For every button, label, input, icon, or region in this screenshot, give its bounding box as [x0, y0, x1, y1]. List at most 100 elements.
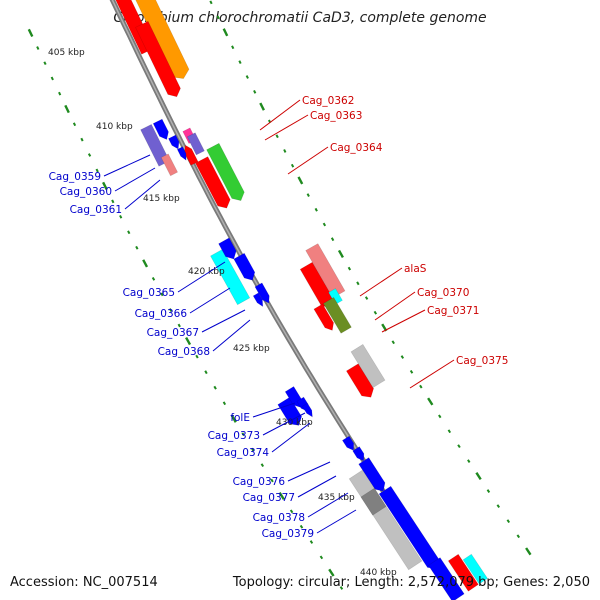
- tick-mark: [516, 534, 521, 539]
- gene-feature: [301, 402, 313, 418]
- callout-line: [201, 309, 246, 333]
- tick-mark: [289, 509, 294, 514]
- tick-label: 430 kbp: [276, 418, 313, 428]
- tick-mark: [486, 489, 491, 493]
- callout-line: [307, 492, 349, 518]
- gene-label: Cag_0365: [123, 287, 175, 299]
- tick-mark: [328, 568, 335, 577]
- tick-label: 405 kbp: [48, 48, 85, 58]
- tick-mark: [356, 281, 360, 286]
- gene-label: Cag_0374: [217, 447, 270, 459]
- tick-mark: [238, 60, 242, 65]
- tick-mark: [222, 28, 229, 37]
- tick-mark: [391, 340, 395, 345]
- gene-feature: [352, 446, 365, 462]
- accession-text: Accession: NC_007514: [10, 575, 158, 590]
- gene-feature: [350, 343, 386, 389]
- tick-mark: [27, 28, 34, 38]
- tick-mark: [111, 199, 115, 204]
- gene-feature: [427, 557, 465, 600]
- tick-label: 440 kbp: [360, 568, 397, 578]
- tick-mark: [36, 46, 40, 50]
- tick-mark: [447, 429, 452, 434]
- callout-line: [271, 422, 311, 453]
- tick-mark: [245, 75, 249, 79]
- tick-mark: [87, 153, 92, 157]
- gene-feature: [313, 303, 334, 331]
- gene-feature: [210, 248, 251, 306]
- gene-feature: [254, 282, 270, 304]
- gene-label: Cag_0379: [262, 528, 314, 540]
- tick-mark: [339, 586, 344, 590]
- tick-mark: [438, 414, 442, 419]
- tick-mark: [427, 397, 434, 406]
- tick-mark: [119, 214, 123, 219]
- gene-label: Cag_0362: [302, 95, 354, 107]
- callout-line: [212, 319, 251, 352]
- tick-mark: [260, 463, 265, 468]
- tick-mark: [283, 149, 287, 153]
- tick-mark: [337, 249, 344, 258]
- tick-dot-rows: [27, 0, 532, 590]
- tick-mark: [204, 370, 208, 375]
- tick-mark: [278, 491, 285, 501]
- map-title: Chlorobium chlorochromatii CaD3, complet…: [113, 10, 487, 26]
- tick-mark: [525, 547, 532, 556]
- callout-line: [177, 261, 226, 293]
- gene-label: Cag_0376: [233, 476, 286, 488]
- tick-mark: [467, 459, 471, 463]
- tick-label: 420 kbp: [188, 267, 225, 277]
- gene-label: folE: [230, 412, 250, 424]
- tick-mark: [160, 292, 164, 297]
- tick-mark: [58, 91, 62, 96]
- callout-line: [264, 114, 309, 141]
- gene-feature: [233, 252, 256, 281]
- gene-label: Cag_0371: [427, 305, 479, 317]
- gene-feature: [140, 123, 171, 167]
- tick-mark: [309, 540, 314, 544]
- tick-mark: [195, 354, 199, 359]
- tick-mark: [364, 296, 369, 300]
- tick-mark: [457, 444, 461, 449]
- tick-mark: [270, 478, 274, 483]
- tick-mark: [496, 504, 501, 508]
- tick-mark: [168, 308, 173, 312]
- callout-line: [316, 509, 357, 534]
- gene-feature: [218, 237, 237, 260]
- tick-mark: [251, 447, 255, 452]
- callout-line: [409, 359, 455, 389]
- tick-mark: [43, 61, 47, 66]
- tick-label: 425 kbp: [233, 344, 270, 354]
- callout-line: [189, 287, 231, 314]
- callout-line: [103, 154, 151, 177]
- tick-mark: [409, 369, 414, 374]
- tick-mark: [330, 237, 335, 242]
- gene-label: alaS: [404, 263, 427, 275]
- tick-mark: [231, 45, 235, 50]
- tick-mark: [209, 0, 213, 5]
- tick-mark: [142, 259, 149, 268]
- callout-line: [262, 412, 306, 436]
- tick-mark: [185, 337, 192, 346]
- callout-line: [287, 461, 331, 482]
- tick-mark: [80, 137, 84, 142]
- tick-mark: [253, 89, 257, 94]
- tick-mark: [127, 230, 131, 235]
- gene-feature: [152, 118, 169, 140]
- callout-line: [359, 267, 403, 297]
- gene-feature: [168, 134, 180, 150]
- gene-label: Cag_0363: [310, 110, 362, 122]
- tick-mark: [400, 355, 405, 359]
- tick-mark: [306, 193, 310, 197]
- tick-label: 410 kbp: [96, 122, 133, 132]
- gene-label: Cag_0370: [417, 287, 469, 299]
- tick-mark: [64, 104, 70, 114]
- tick-mark: [319, 555, 324, 560]
- callout-line: [297, 475, 337, 498]
- gene-label: Cag_0368: [158, 346, 210, 358]
- tick-mark: [95, 168, 99, 173]
- gene-feature: [186, 132, 205, 156]
- gene-feature: [341, 435, 355, 451]
- tick-mark: [216, 15, 220, 20]
